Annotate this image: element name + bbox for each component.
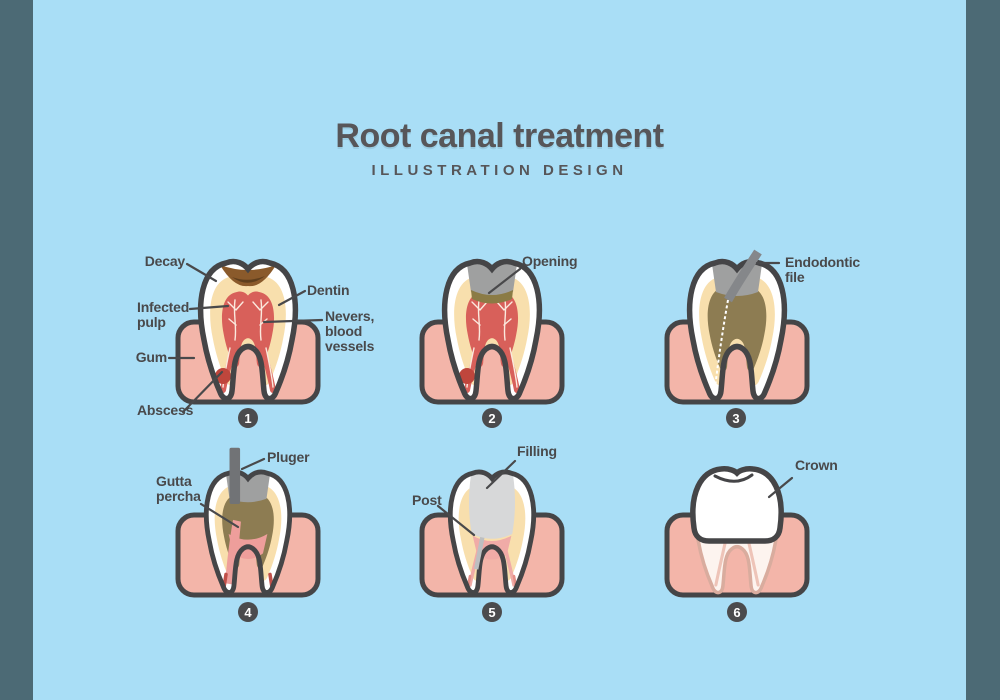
label-pluger: Pluger <box>267 449 310 465</box>
decay-spot <box>220 265 276 287</box>
decay-spot-dark <box>232 276 265 283</box>
crown-cap <box>690 466 784 544</box>
plugger-rod <box>229 447 241 505</box>
label-endodontic-file: Endodontic file <box>785 254 860 285</box>
label-gum: Gum <box>135 349 167 365</box>
crown-line <box>767 476 794 499</box>
step-3-badge: 3 <box>726 408 746 428</box>
label-post: Post <box>412 492 442 508</box>
step-6-badge: 6 <box>727 602 747 622</box>
post-rod <box>474 537 485 570</box>
leader-lines <box>167 261 794 537</box>
panel-2-illustration <box>422 262 562 402</box>
panel-3-illustration <box>667 249 807 402</box>
abscess-line <box>181 370 224 414</box>
filling-block <box>468 473 516 539</box>
endodontic-file-rod <box>724 249 762 303</box>
root-canal-lines <box>714 539 760 587</box>
label-decay: Decay <box>144 253 185 269</box>
opening-olive-band <box>471 290 513 304</box>
filling-line <box>485 459 517 490</box>
right-margin-bar <box>966 0 1000 700</box>
step-4-badge: 4 <box>238 602 258 622</box>
dentin-line <box>277 289 307 307</box>
crown-top-detail <box>713 473 754 483</box>
page-subtitle: ILLUSTRATION DESIGN <box>371 162 628 179</box>
step-1-badge: 1 <box>238 408 258 428</box>
panel-4-illustration <box>178 447 318 595</box>
label-opening: Opening <box>522 253 578 269</box>
nerves-line <box>262 318 324 324</box>
label-gutta-percha: Gutta percha <box>156 473 201 504</box>
endodontic-file-tip <box>714 299 729 389</box>
panel-1-illustration <box>178 262 318 402</box>
label-dentin: Dentin <box>307 282 350 298</box>
label-infected-pulp: Infected pulp <box>137 299 190 330</box>
label-filling: Filling <box>517 443 557 459</box>
label-crown: Crown <box>795 457 838 473</box>
abscess-spot <box>459 368 475 384</box>
gutta-percha-line <box>199 502 240 529</box>
opening-line <box>487 267 522 295</box>
decay-line <box>185 262 218 283</box>
page-title: Root canal treatment <box>335 117 664 155</box>
label-nerves-blood-vessels: Nevers, blood vessels <box>325 308 375 354</box>
label-abscess: Abscess <box>137 402 194 418</box>
infected-pulp-line <box>188 304 230 311</box>
abscess-spot <box>215 368 231 384</box>
panel-5-illustration <box>422 472 562 595</box>
pluger-line <box>240 457 266 471</box>
step-5-badge: 5 <box>482 602 502 622</box>
left-margin-bar <box>0 0 33 700</box>
step-2-badge: 2 <box>482 408 502 428</box>
panel-6-illustration <box>667 466 807 595</box>
post-line <box>436 504 476 537</box>
